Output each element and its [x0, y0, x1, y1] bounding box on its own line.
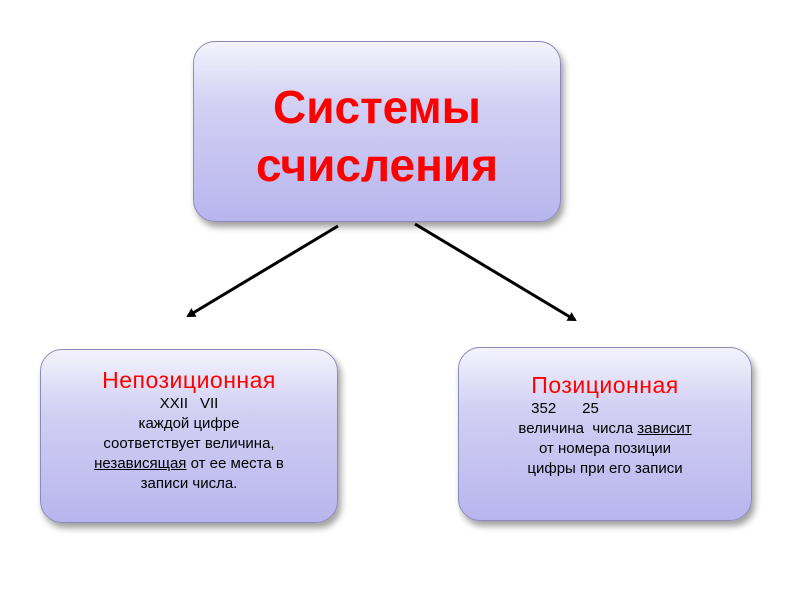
- root-node-box: Системы счисления: [193, 41, 561, 222]
- positional-line1: величина числа зависит: [459, 419, 751, 439]
- example-roman-2: VII: [200, 395, 219, 412]
- root-title-line1: Системы: [273, 81, 481, 133]
- underlined-word-independent: независящая: [94, 455, 187, 472]
- underlined-word-depends: зависит: [637, 420, 692, 437]
- non-positional-title: Непозиционная: [102, 367, 276, 393]
- example-number-1: 352: [531, 400, 557, 417]
- non-positional-line2: соответствует величина,: [103, 435, 275, 452]
- positional-examples: 352 25: [459, 399, 751, 419]
- positional-line3: цифры при его записи: [527, 460, 683, 477]
- root-title-line2: счисления: [255, 139, 499, 191]
- example-number-2: 25: [582, 400, 599, 417]
- example-roman-1: XXII: [159, 395, 188, 412]
- arrow-right: [414, 222, 577, 322]
- non-positional-line3-rest: от ее места в: [186, 455, 284, 472]
- non-positional-examples: XXII VII: [41, 394, 337, 414]
- non-positional-line3: независящая от ее места в: [41, 454, 337, 474]
- non-positional-line1: каждой цифре: [138, 415, 240, 432]
- positional-line1-start: величина числа: [518, 420, 638, 437]
- positional-node-box: Позиционная 352 25 величина числа зависит…: [458, 347, 752, 521]
- positional-line2: от номера позиции: [538, 440, 672, 457]
- positional-title: Позиционная: [531, 372, 679, 398]
- arrow-left: [186, 224, 339, 318]
- non-positional-line4: записи числа.: [140, 475, 238, 492]
- non-positional-node-box: Непозиционная XXII VII каждой цифре соотв…: [40, 349, 338, 523]
